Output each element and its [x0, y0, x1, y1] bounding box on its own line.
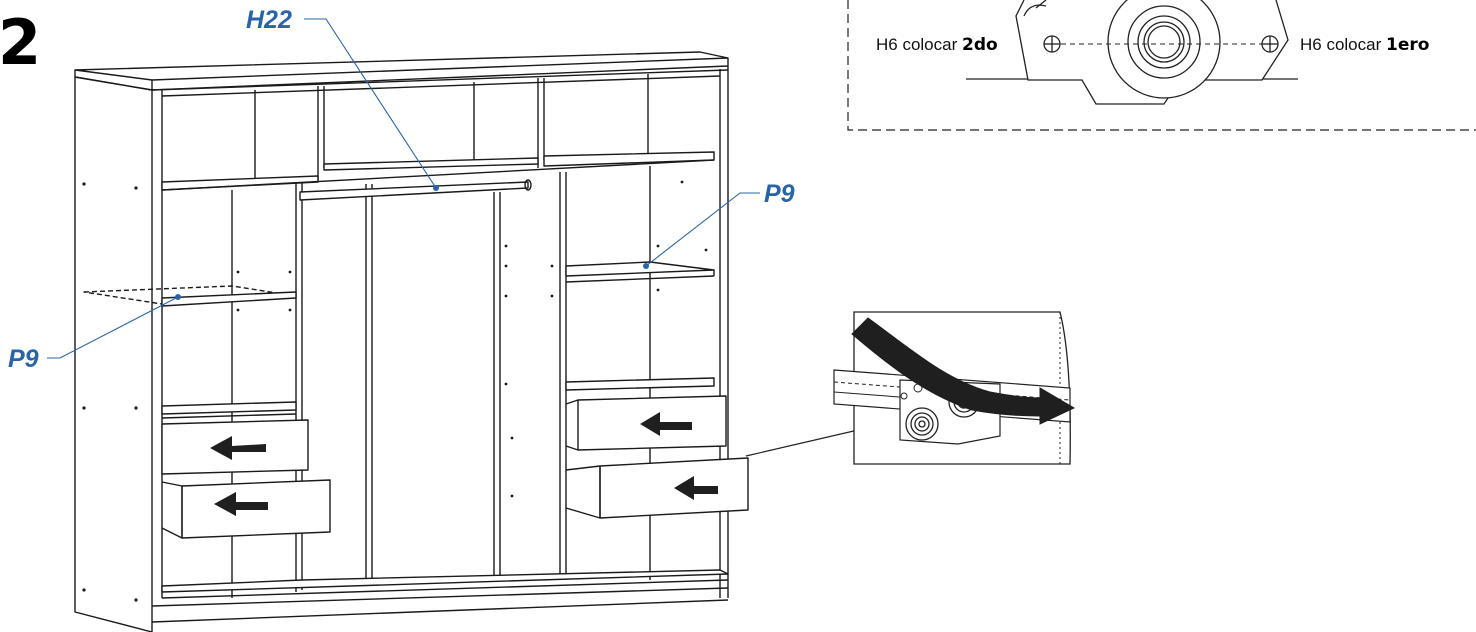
- drawer-push-arrow-icon: [674, 476, 718, 500]
- drawer-push-arrow-icon: [640, 412, 692, 436]
- hinge-rotation-detail: [745, 311, 1076, 465]
- right-adjustable-shelf: [565, 261, 715, 277]
- wardrobe-drawing: [74, 51, 749, 632]
- step-number: 2: [0, 6, 41, 79]
- hanging-rail: [299, 181, 529, 201]
- wardrobe-top-board: [74, 51, 729, 81]
- callout-leaders: [47, 18, 760, 359]
- wardrobe-left-side: [74, 76, 153, 632]
- screw-hole-icon: [1261, 35, 1279, 53]
- left-upper-drawer: [161, 413, 309, 475]
- first-screw-note: H6 colocar 1ero: [1300, 35, 1429, 55]
- left-shelf-callout-label: P9: [8, 345, 39, 373]
- hinge-plate-detail: [847, 0, 1476, 131]
- mounting-holes: [82, 180, 708, 602]
- drawer-push-arrow-icon: [214, 492, 268, 516]
- wardrobe-bottom-board: [161, 569, 729, 593]
- hinge-rotate-arrow-icon: [851, 317, 1076, 425]
- drawer-push-arrows: [210, 412, 718, 516]
- right-shelf-callout-label: P9: [764, 180, 795, 208]
- drawer-push-arrow-icon: [210, 436, 266, 460]
- second-screw-note: H6 colocar 2do: [876, 35, 998, 55]
- right-lower-drawer: [565, 457, 749, 519]
- screw-hole-icon: [1043, 35, 1061, 53]
- callout-dots: [175, 185, 649, 300]
- rail-callout-label: H22: [246, 6, 292, 34]
